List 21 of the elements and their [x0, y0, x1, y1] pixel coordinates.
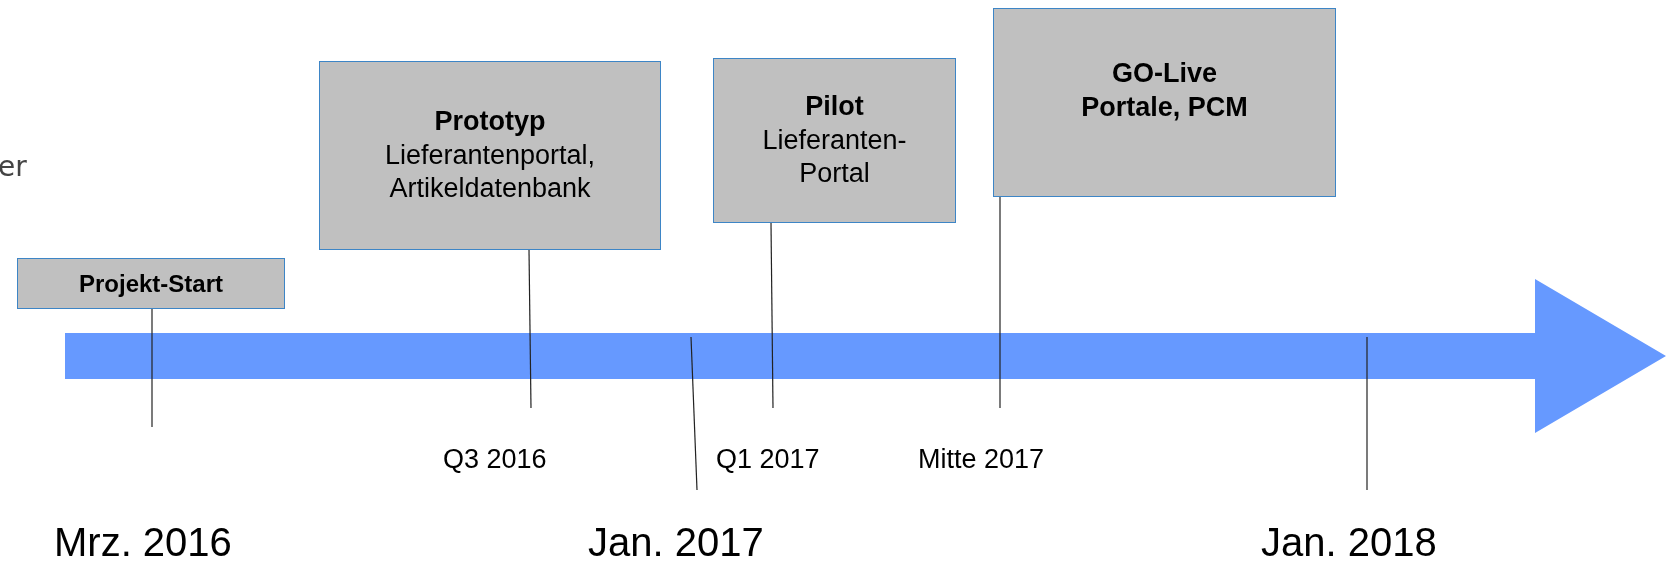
leader-line	[770, 222, 774, 409]
cut-off-text: er	[0, 150, 27, 183]
milestone-box	[319, 61, 661, 250]
date-label: Q3 2016	[443, 444, 547, 475]
milestone-box	[713, 58, 956, 223]
milestone-title: GO-Live Portale, PCM	[1080, 57, 1249, 124]
milestone-text: Lieferanten-Portal	[761, 123, 908, 191]
milestone-box	[17, 258, 285, 309]
leader-line	[528, 249, 532, 409]
leader-line	[999, 196, 1001, 409]
milestone-text: Lieferantenportal, Artikeldatenbank	[383, 138, 597, 206]
year-label: Jan. 2018	[1261, 520, 1437, 565]
milestone-title: Pilot	[805, 89, 864, 123]
date-label: Mitte 2017	[918, 444, 1045, 475]
milestone-title: Projekt-Start	[78, 268, 223, 299]
leader-line	[151, 308, 153, 428]
milestone-title: Prototyp	[434, 104, 546, 138]
date-label: Q1 2017	[716, 444, 820, 475]
milestone-box	[993, 8, 1336, 197]
year-label: Jan. 2017	[588, 520, 764, 565]
year-label: Mrz. 2016	[54, 520, 232, 565]
